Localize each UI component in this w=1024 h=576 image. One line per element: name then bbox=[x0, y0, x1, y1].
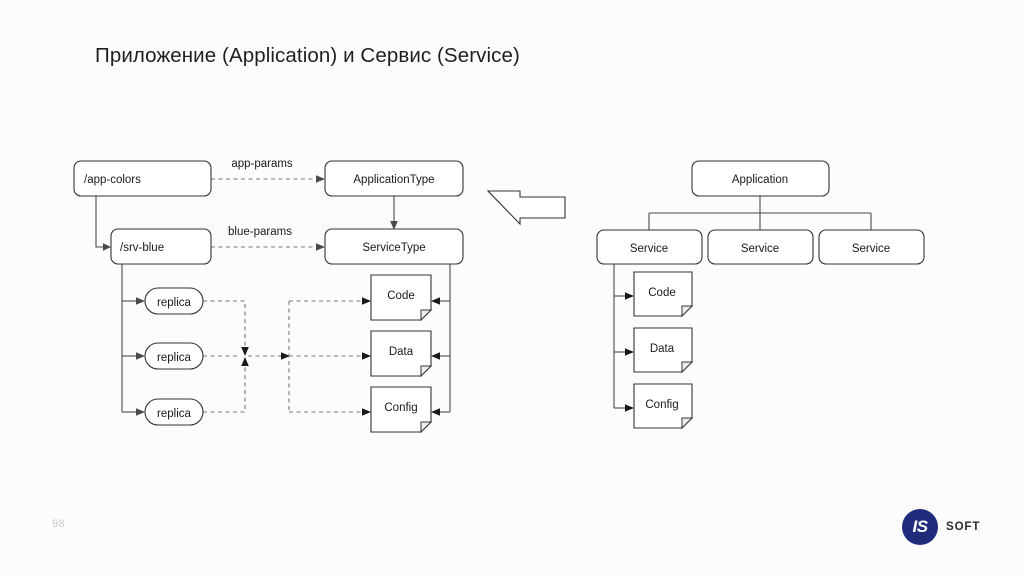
node-document-code-left-label: Code bbox=[387, 290, 415, 302]
node-application-type[interactable]: ApplicationType bbox=[324, 160, 464, 197]
node-application-type-label: ApplicationType bbox=[353, 174, 434, 186]
node-document-data-right[interactable]: Data bbox=[633, 327, 694, 374]
page-title: Приложение (Application) и Сервис (Servi… bbox=[95, 44, 520, 67]
page-number: 98 bbox=[52, 518, 65, 530]
edge-appcolors-to-srvblue bbox=[95, 196, 111, 251]
node-app-colors-label: /app-colors bbox=[84, 174, 141, 186]
edge-fanout-to-documents bbox=[288, 297, 371, 416]
node-document-code-right-label: Code bbox=[648, 287, 676, 299]
node-service-type[interactable]: ServiceType bbox=[324, 228, 464, 265]
arrow-left-block-icon bbox=[486, 190, 566, 226]
node-service-2[interactable]: Service bbox=[707, 229, 814, 265]
edge-label-app-params: app-params bbox=[231, 158, 293, 170]
node-document-config-left[interactable]: Config bbox=[370, 386, 433, 434]
node-replica-1[interactable]: replica bbox=[144, 287, 204, 315]
node-document-data-right-label: Data bbox=[650, 343, 675, 355]
node-document-data-left-label: Data bbox=[389, 346, 414, 358]
edge-servicetype-to-documents bbox=[431, 264, 451, 416]
node-document-code-right[interactable]: Code bbox=[633, 271, 694, 318]
node-application-label: Application bbox=[732, 174, 788, 186]
node-document-data-left[interactable]: Data bbox=[370, 330, 433, 378]
left-diagram-group: /app-colors /srv-blue ApplicationType Se… bbox=[73, 158, 464, 434]
node-service-1[interactable]: Service bbox=[596, 229, 703, 265]
brand-wordmark: SOFT bbox=[946, 521, 981, 533]
is-logo-icon: IS bbox=[902, 509, 938, 545]
node-replica-3-label: replica bbox=[157, 408, 191, 420]
node-replica-2-label: replica bbox=[157, 352, 191, 364]
right-diagram-group: Application Service Service Service bbox=[596, 160, 925, 430]
node-document-config-right-label: Config bbox=[645, 399, 678, 411]
node-replica-3[interactable]: replica bbox=[144, 398, 204, 426]
edge-srvblue-to-replicas bbox=[121, 264, 145, 416]
edge-label-blue-params: blue-params bbox=[228, 226, 292, 238]
node-service-2-label: Service bbox=[741, 243, 779, 255]
node-srv-blue-label: /srv-blue bbox=[120, 242, 164, 254]
edge-appcolors-to-applicationtype bbox=[211, 175, 325, 183]
node-application[interactable]: Application bbox=[691, 160, 830, 197]
node-service-type-label: ServiceType bbox=[362, 242, 425, 254]
edge-replicas-merge-bus bbox=[203, 300, 249, 413]
node-replica-1-label: replica bbox=[157, 297, 191, 309]
node-document-config-left-label: Config bbox=[384, 402, 417, 414]
edge-bus-to-fanout bbox=[248, 352, 290, 360]
node-document-code-left[interactable]: Code bbox=[370, 274, 433, 322]
node-srv-blue[interactable]: /srv-blue bbox=[110, 228, 212, 265]
edge-srvblue-to-servicetype bbox=[211, 243, 325, 251]
node-service-3-label: Service bbox=[852, 243, 890, 255]
brand-logo: IS SOFT bbox=[902, 509, 980, 545]
node-app-colors[interactable]: /app-colors bbox=[73, 160, 212, 197]
node-document-config-right[interactable]: Config bbox=[633, 383, 694, 430]
node-replica-2[interactable]: replica bbox=[144, 342, 204, 370]
edge-service-to-documents bbox=[613, 264, 634, 412]
edge-applicationtype-to-servicetype bbox=[390, 196, 398, 230]
node-service-1-label: Service bbox=[630, 243, 668, 255]
node-service-3[interactable]: Service bbox=[818, 229, 925, 265]
